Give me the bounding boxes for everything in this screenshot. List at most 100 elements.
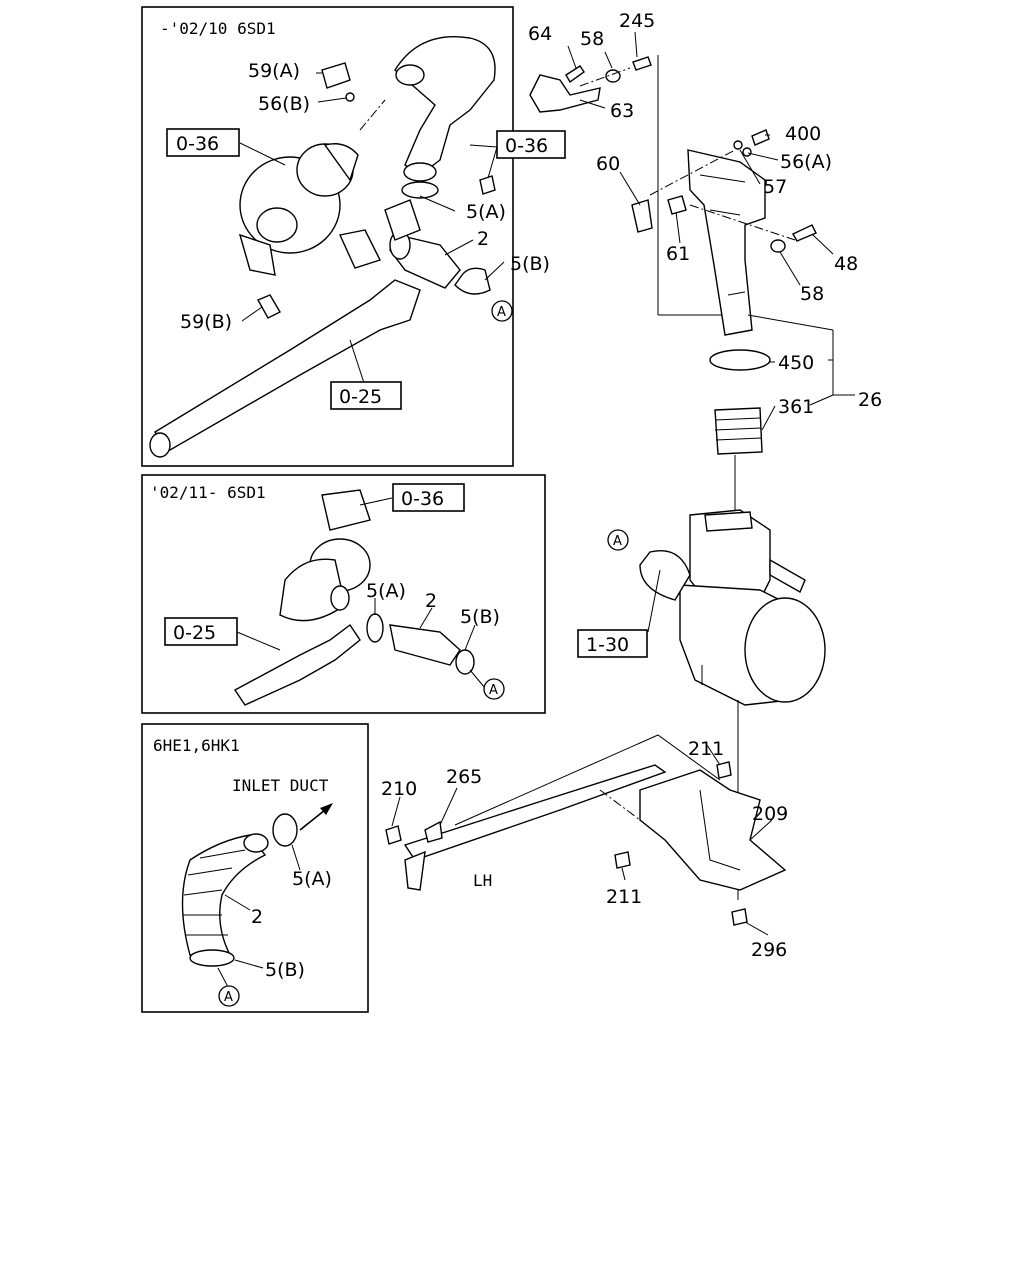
label-400: 400 (785, 123, 821, 145)
mounting-bracket-209 (639, 769, 787, 891)
ref-0-36c: 0-36 (401, 488, 444, 510)
screen-grid (714, 417, 762, 441)
spacer-245 (632, 56, 652, 71)
turbocharger-2 (279, 489, 371, 622)
washer-56b (345, 92, 355, 102)
panel-late-6sd1 (141, 474, 546, 714)
label-61: 61 (666, 243, 690, 265)
label-64: 64 (528, 23, 552, 45)
hose-clamp-5b (454, 267, 491, 295)
label-60: 60 (596, 153, 620, 175)
intake-pipe-2 (233, 623, 361, 706)
bracket (384, 199, 421, 241)
ref-box-0-36a (166, 128, 240, 157)
gasket-ring-5a (401, 181, 439, 199)
bolt (479, 175, 496, 195)
panel-6he1-6hk1 (141, 723, 369, 1013)
arrowhead-icon (320, 803, 333, 815)
label-361: 361 (778, 396, 814, 418)
center-line (579, 67, 631, 87)
label-58a: 58 (580, 28, 604, 50)
marker-a-4 (607, 529, 629, 551)
label-210: 210 (381, 778, 417, 800)
bolt-400 (751, 129, 770, 146)
marker-a-3 (218, 985, 240, 1007)
frame-rail-lh (403, 764, 667, 891)
air-intake-stack (687, 149, 766, 336)
panel-caption: '02/11- 6SD1 (150, 483, 266, 502)
connector-pipe (338, 229, 381, 269)
leaders-main (391, 31, 834, 936)
ref-1-30: 1-30 (586, 634, 629, 656)
marker-a-1-text: A (497, 305, 506, 320)
label-450: 450 (778, 352, 814, 374)
panel-caption: 6HE1,6HK1 (153, 736, 240, 755)
ref-0-25b: 0-25 (173, 622, 216, 644)
label-56a: 56(A) (780, 151, 832, 173)
ref-box-1-30 (577, 629, 648, 658)
marker-a-4-text: A (613, 534, 622, 549)
label-296: 296 (751, 939, 787, 961)
label-5a-2: 5(A) (366, 580, 406, 602)
label-265: 265 (446, 766, 482, 788)
bracket-63 (529, 74, 601, 113)
label-2-2: 2 (425, 590, 437, 612)
center-line (689, 204, 796, 241)
air-cleaner (639, 509, 826, 706)
label-58b: 58 (800, 283, 824, 305)
hose-clamp-5b-2 (455, 649, 475, 675)
marker-a-2 (483, 678, 505, 700)
panel-early-6sd1 (141, 6, 514, 467)
bolt-61 (667, 195, 687, 215)
intake-pipe-lower (153, 279, 421, 451)
leaders-p3 (217, 844, 301, 988)
bushing-59b (257, 294, 281, 319)
leaders-p1 (239, 72, 505, 384)
washer-56a (742, 147, 752, 157)
group-bracket-26 (747, 314, 855, 406)
nut-211a (716, 761, 732, 779)
nut-296 (731, 908, 748, 926)
label-2-3: 2 (251, 906, 263, 928)
label-5a-3: 5(A) (292, 868, 332, 890)
label-5b-3: 5(B) (265, 959, 305, 981)
leaders-p2 (236, 497, 486, 689)
ref-box-0-25a (330, 381, 402, 410)
panel-caption: -'02/10 6SD1 (160, 19, 276, 38)
label-245: 245 (619, 10, 655, 32)
frame-outline (454, 734, 721, 826)
label-59a: 59(A) (248, 60, 300, 82)
washer-57 (733, 140, 743, 150)
bolt-210 (385, 825, 402, 845)
center-line (599, 789, 641, 821)
label-211a: 211 (688, 738, 724, 760)
pipe-end (149, 432, 171, 458)
bolt-48 (792, 224, 817, 242)
label-5b-2: 5(B) (460, 606, 500, 628)
label-2-1: 2 (477, 228, 489, 250)
marker-a-3-text: A (224, 990, 233, 1005)
label-63: 63 (610, 100, 634, 122)
label-26: 26 (858, 389, 882, 411)
label-lh: LH (473, 871, 492, 890)
nut-58b (770, 239, 786, 253)
ref-0-36a: 0-36 (176, 133, 219, 155)
rubber-hose (389, 230, 461, 289)
corrugated-hose (181, 833, 269, 956)
gasket-ring-5a-3 (272, 813, 298, 847)
marker-a-1 (491, 300, 513, 322)
ref-box-0-36c (392, 483, 465, 512)
label-48: 48 (834, 253, 858, 275)
screen-361 (714, 407, 763, 455)
clip-265 (424, 820, 443, 843)
rubber-hose-2 (389, 624, 461, 666)
label-59b: 59(B) (180, 311, 232, 333)
label-211b: 211 (606, 886, 642, 908)
center-line (649, 149, 736, 196)
label-57: 57 (763, 176, 787, 198)
bolt-64 (565, 65, 585, 84)
label-56b: 56(B) (258, 93, 310, 115)
turbocharger (238, 143, 359, 276)
bushing-59a (321, 62, 351, 89)
